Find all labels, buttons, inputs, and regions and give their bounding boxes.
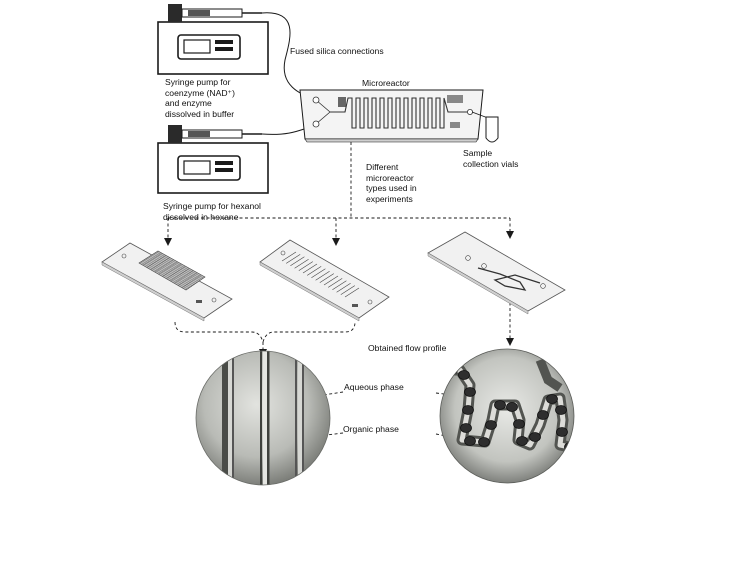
serpentine-channel-line xyxy=(340,285,355,295)
serpentine-channel-line xyxy=(302,263,318,274)
grid-hatch-line xyxy=(178,272,198,286)
grid-hatch-line xyxy=(181,274,202,288)
serpentine-channel-line xyxy=(319,273,334,283)
serpentine-channel-line xyxy=(298,261,313,271)
serpentine-channel-line xyxy=(332,280,347,291)
label-reactor-types: Different microreactor types used in exp… xyxy=(366,162,417,204)
droplet xyxy=(513,419,525,429)
droplet xyxy=(516,436,528,446)
serpentine-channel-line xyxy=(290,256,305,267)
label-fused-silica: Fused silica connections xyxy=(290,46,384,56)
tubing-top xyxy=(261,12,314,98)
droplet xyxy=(546,394,558,404)
label-pump-bottom: Syringe pump for hexanol dissolved in he… xyxy=(163,201,261,222)
serpentine-channel-line xyxy=(336,282,351,293)
label-flow-profile: Obtained flow profile xyxy=(368,343,447,353)
syringe-pump-top xyxy=(157,4,269,75)
droplet xyxy=(458,370,470,380)
droplet xyxy=(537,410,549,420)
droplet xyxy=(464,436,476,446)
chip-serpentine-reactor xyxy=(259,239,390,322)
serpentine-channel-line xyxy=(294,258,309,269)
label-sample-vials: Sample collection vials xyxy=(463,148,519,169)
label-organic-phase: Organic phase xyxy=(343,424,399,434)
chip-grid-reactor xyxy=(101,242,233,322)
serpentine-channel-line xyxy=(311,268,326,279)
microreactor-chip xyxy=(299,89,489,143)
serpentine-channel-line xyxy=(286,254,301,264)
serpentine-channel-line xyxy=(323,275,339,286)
flow-micrograph-droplets xyxy=(439,348,575,484)
serpentine-channel-line xyxy=(328,278,343,288)
sample-vial xyxy=(485,116,499,143)
droplet xyxy=(460,423,472,433)
droplet xyxy=(494,400,506,410)
serpentine-channel-line xyxy=(315,270,330,281)
droplet xyxy=(506,402,518,412)
droplet xyxy=(478,437,490,447)
droplet xyxy=(462,405,474,415)
label-aqueous-phase: Aqueous phase xyxy=(344,382,404,392)
grid-hatch-line xyxy=(156,251,204,279)
serpentine-channel-line xyxy=(307,266,322,276)
grid-hatch-line xyxy=(185,276,206,291)
serpentine-channel-line xyxy=(344,287,360,298)
droplet xyxy=(556,427,568,437)
droplet xyxy=(529,432,541,442)
droplet xyxy=(464,387,476,397)
chip-t-junction-reactor xyxy=(427,231,566,315)
label-pump-top: Syringe pump for coenzyme (NAD⁺) and enz… xyxy=(165,77,235,119)
flow-micrograph-parallel xyxy=(195,350,331,486)
serpentine-channel-line xyxy=(281,251,297,262)
label-microreactor: Microreactor xyxy=(362,78,410,88)
grid-hatch-line xyxy=(157,250,206,278)
droplet xyxy=(555,405,567,415)
syringe-pump-bottom xyxy=(157,125,269,194)
droplet xyxy=(485,420,497,430)
